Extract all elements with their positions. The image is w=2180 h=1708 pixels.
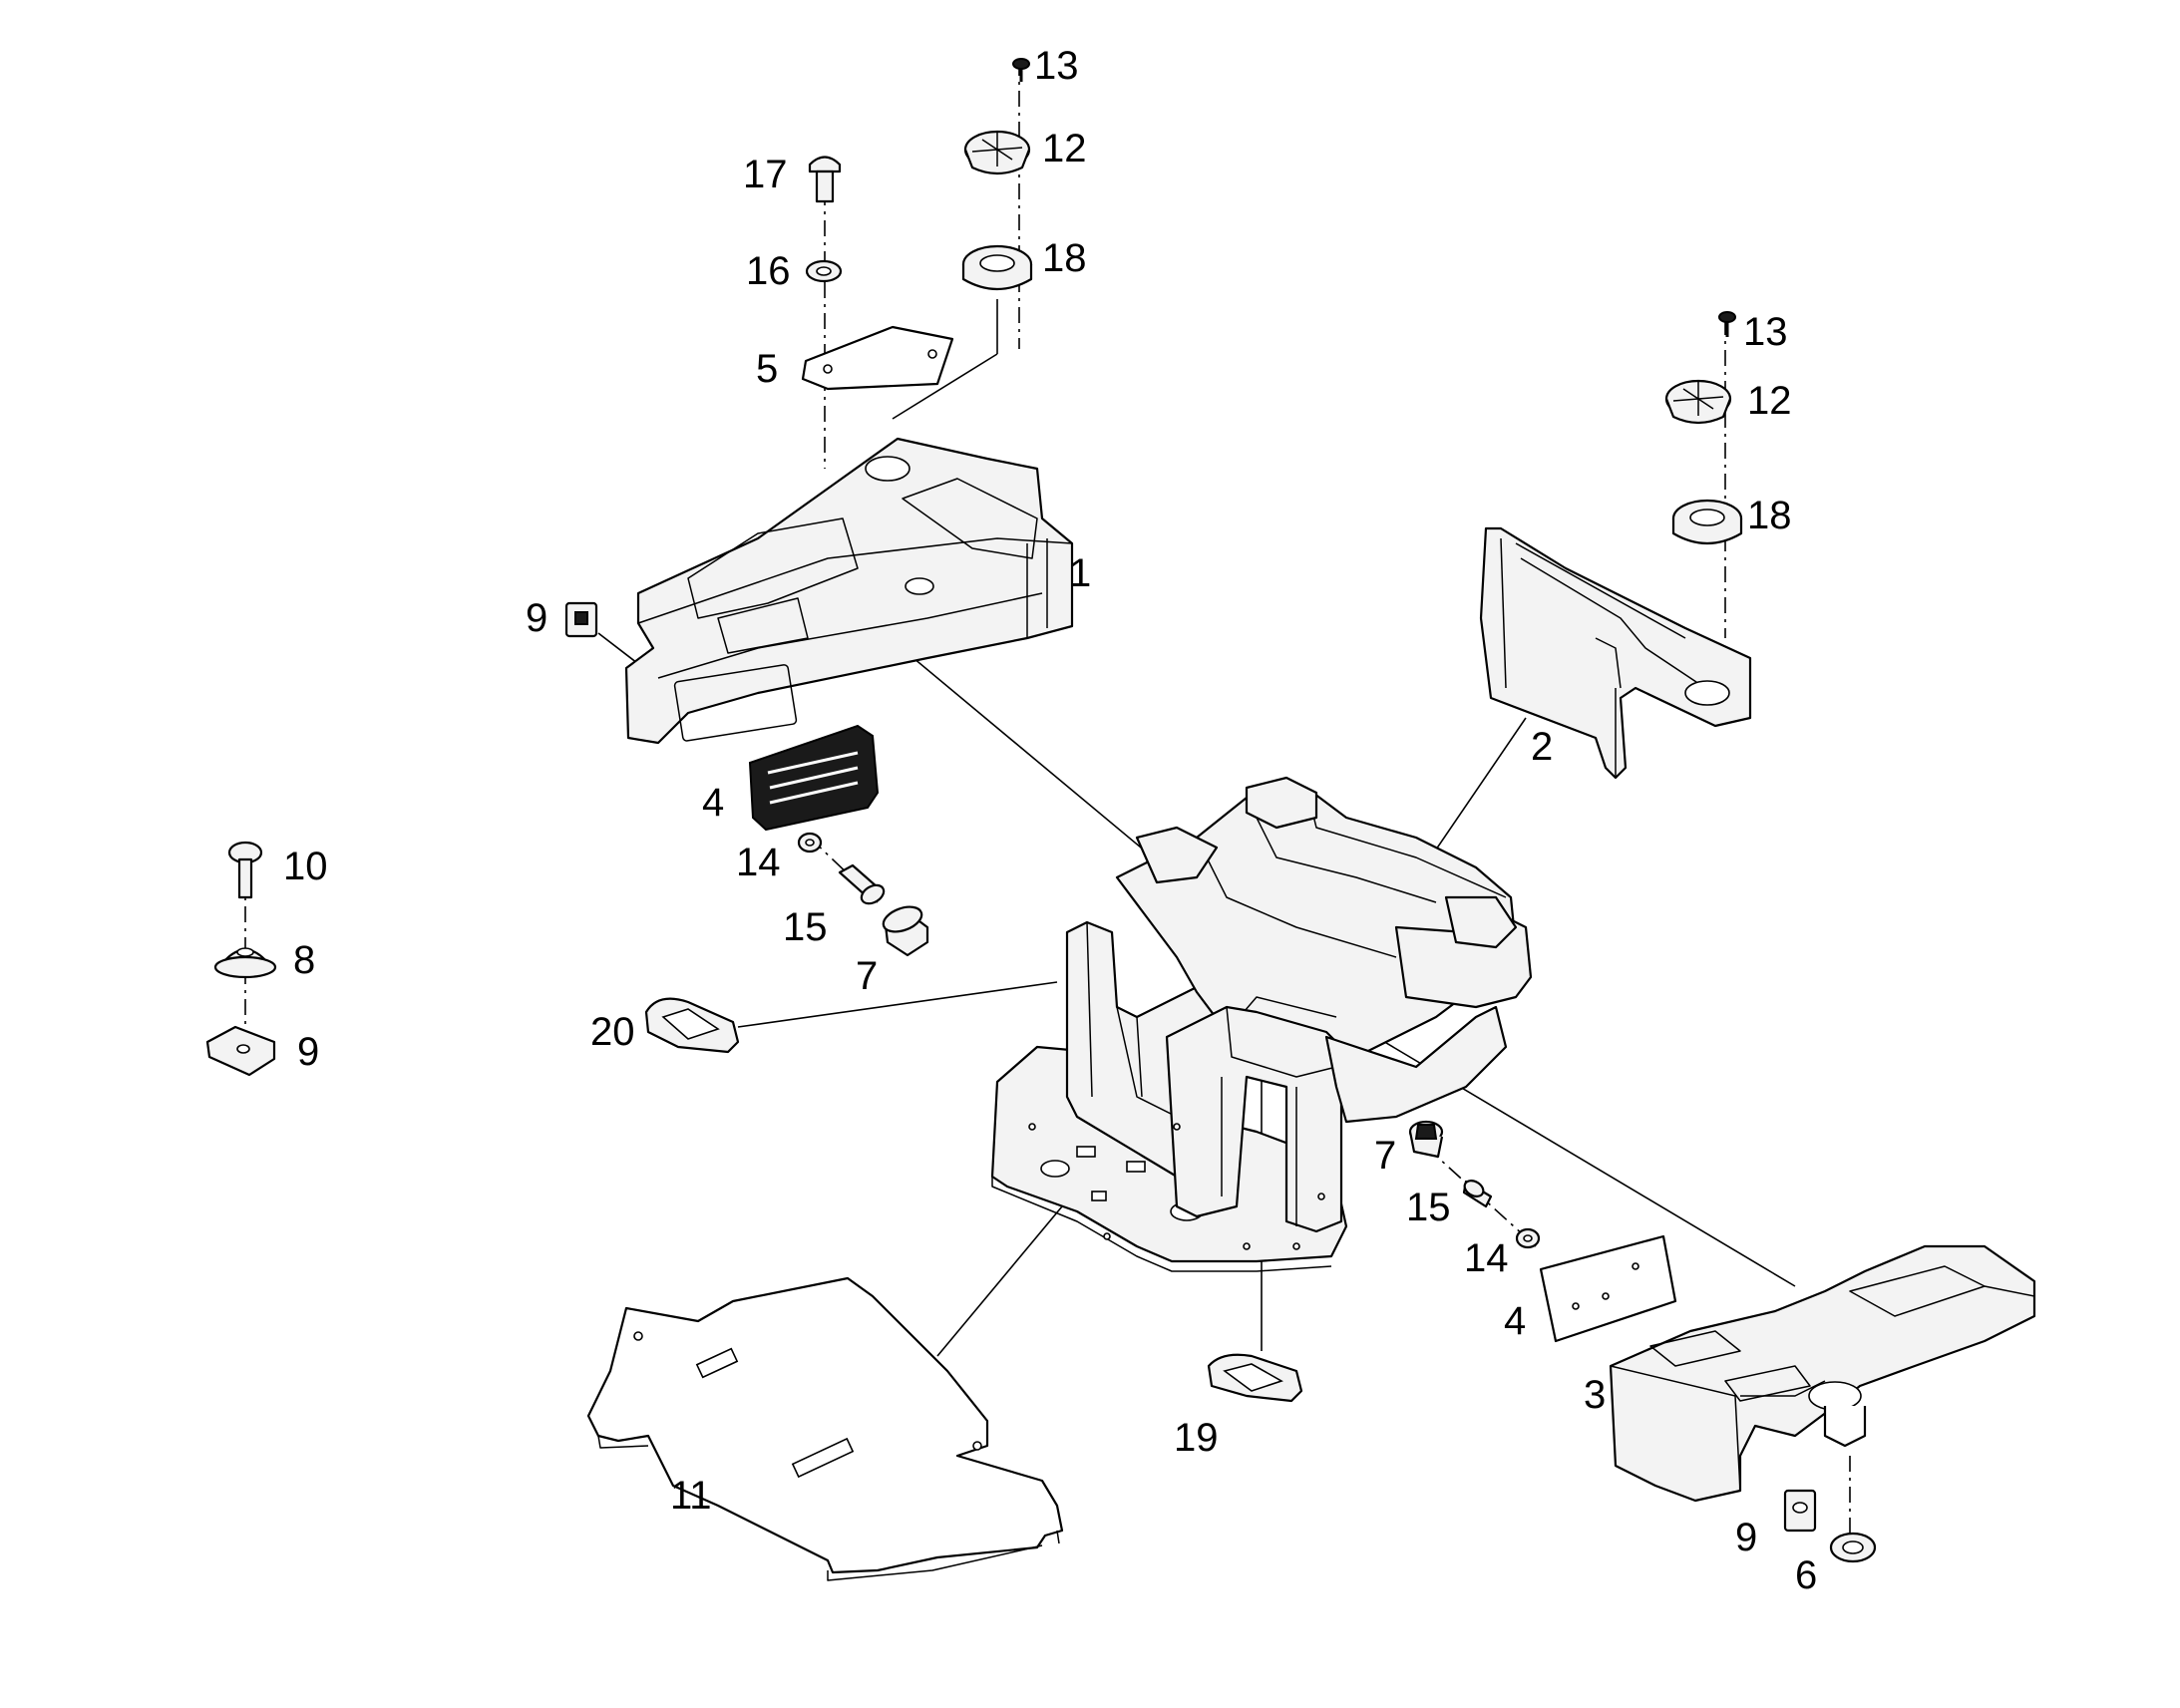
part-14-washer-left [797,832,823,854]
callout-15-left: 15 [783,905,828,949]
callout-2: 2 [1531,725,1553,769]
part-15-bolt-left [838,863,886,905]
callout-7-right: 7 [1374,1134,1396,1178]
callout-18-right: 18 [1747,494,1792,537]
callout-9-bottom: 9 [1735,1516,1757,1559]
part-11-floor-mat [586,1276,1064,1581]
part-8-cup-washer [213,947,277,979]
part-1-left-tunnel-cover [624,437,1074,745]
callout-7-left: 7 [856,954,878,998]
part-2-right-side-panel [1479,526,1752,780]
callout-3: 3 [1584,1373,1606,1417]
part-18-ring-left [961,244,1033,290]
part-14-washer-right [1515,1227,1541,1249]
part-19-grommet [1207,1353,1303,1403]
callout-4-right: 4 [1504,1299,1526,1343]
part-15-bolt-right [1462,1180,1493,1208]
callout-17: 17 [743,153,788,196]
callout-labels: 1 2 3 4 4 5 6 7 7 8 9 9 9 10 11 12 12 13… [283,44,1817,1597]
callout-9-top: 9 [526,596,547,640]
part-4-vent-grille-left [748,724,880,832]
callout-19: 19 [1174,1416,1219,1460]
part-5-gasket-plate [801,325,954,391]
part-12-vent-cap-right [1664,379,1732,425]
callout-6: 6 [1795,1553,1817,1597]
part-13-screw-top-left [1012,58,1030,82]
callout-8: 8 [293,938,315,982]
callout-1: 1 [1069,551,1091,595]
main-frame-chassis [990,776,1533,1272]
callout-5: 5 [756,347,778,391]
part-12-vent-cap-left [963,130,1031,175]
part-9-clip-bottom [1783,1489,1817,1533]
part-9-clip-top [564,601,598,638]
callout-4-left: 4 [702,781,724,825]
callout-9-left: 9 [297,1030,319,1074]
part-13-screw-top-right [1718,311,1736,337]
callout-12-left: 12 [1042,127,1087,171]
callout-14-left: 14 [736,841,781,884]
callout-11: 11 [670,1474,712,1518]
callout-13-left: 13 [1034,44,1079,88]
part-7-plug-left [882,905,929,957]
part-16-washer [805,259,843,283]
callout-12-right: 12 [1747,379,1792,423]
part-20-grommet [644,997,740,1054]
callout-18-left: 18 [1042,236,1087,280]
part-18-ring-right [1671,499,1743,544]
callout-13-right: 13 [1743,310,1788,354]
callout-16: 16 [746,249,791,293]
callout-14-right: 14 [1464,1236,1509,1280]
part-7-plug-right [1408,1120,1444,1159]
part-9-clip-left [205,1025,276,1077]
part-4-plate-right [1539,1234,1677,1343]
callout-15-right: 15 [1406,1186,1451,1229]
part-3-right-tunnel-cover [1609,1244,2036,1503]
callout-10: 10 [283,845,328,888]
callout-20: 20 [590,1010,635,1054]
part-6-star-clip [1829,1532,1877,1563]
part-17-bolt [808,156,842,203]
part-10-bolt [227,841,263,899]
